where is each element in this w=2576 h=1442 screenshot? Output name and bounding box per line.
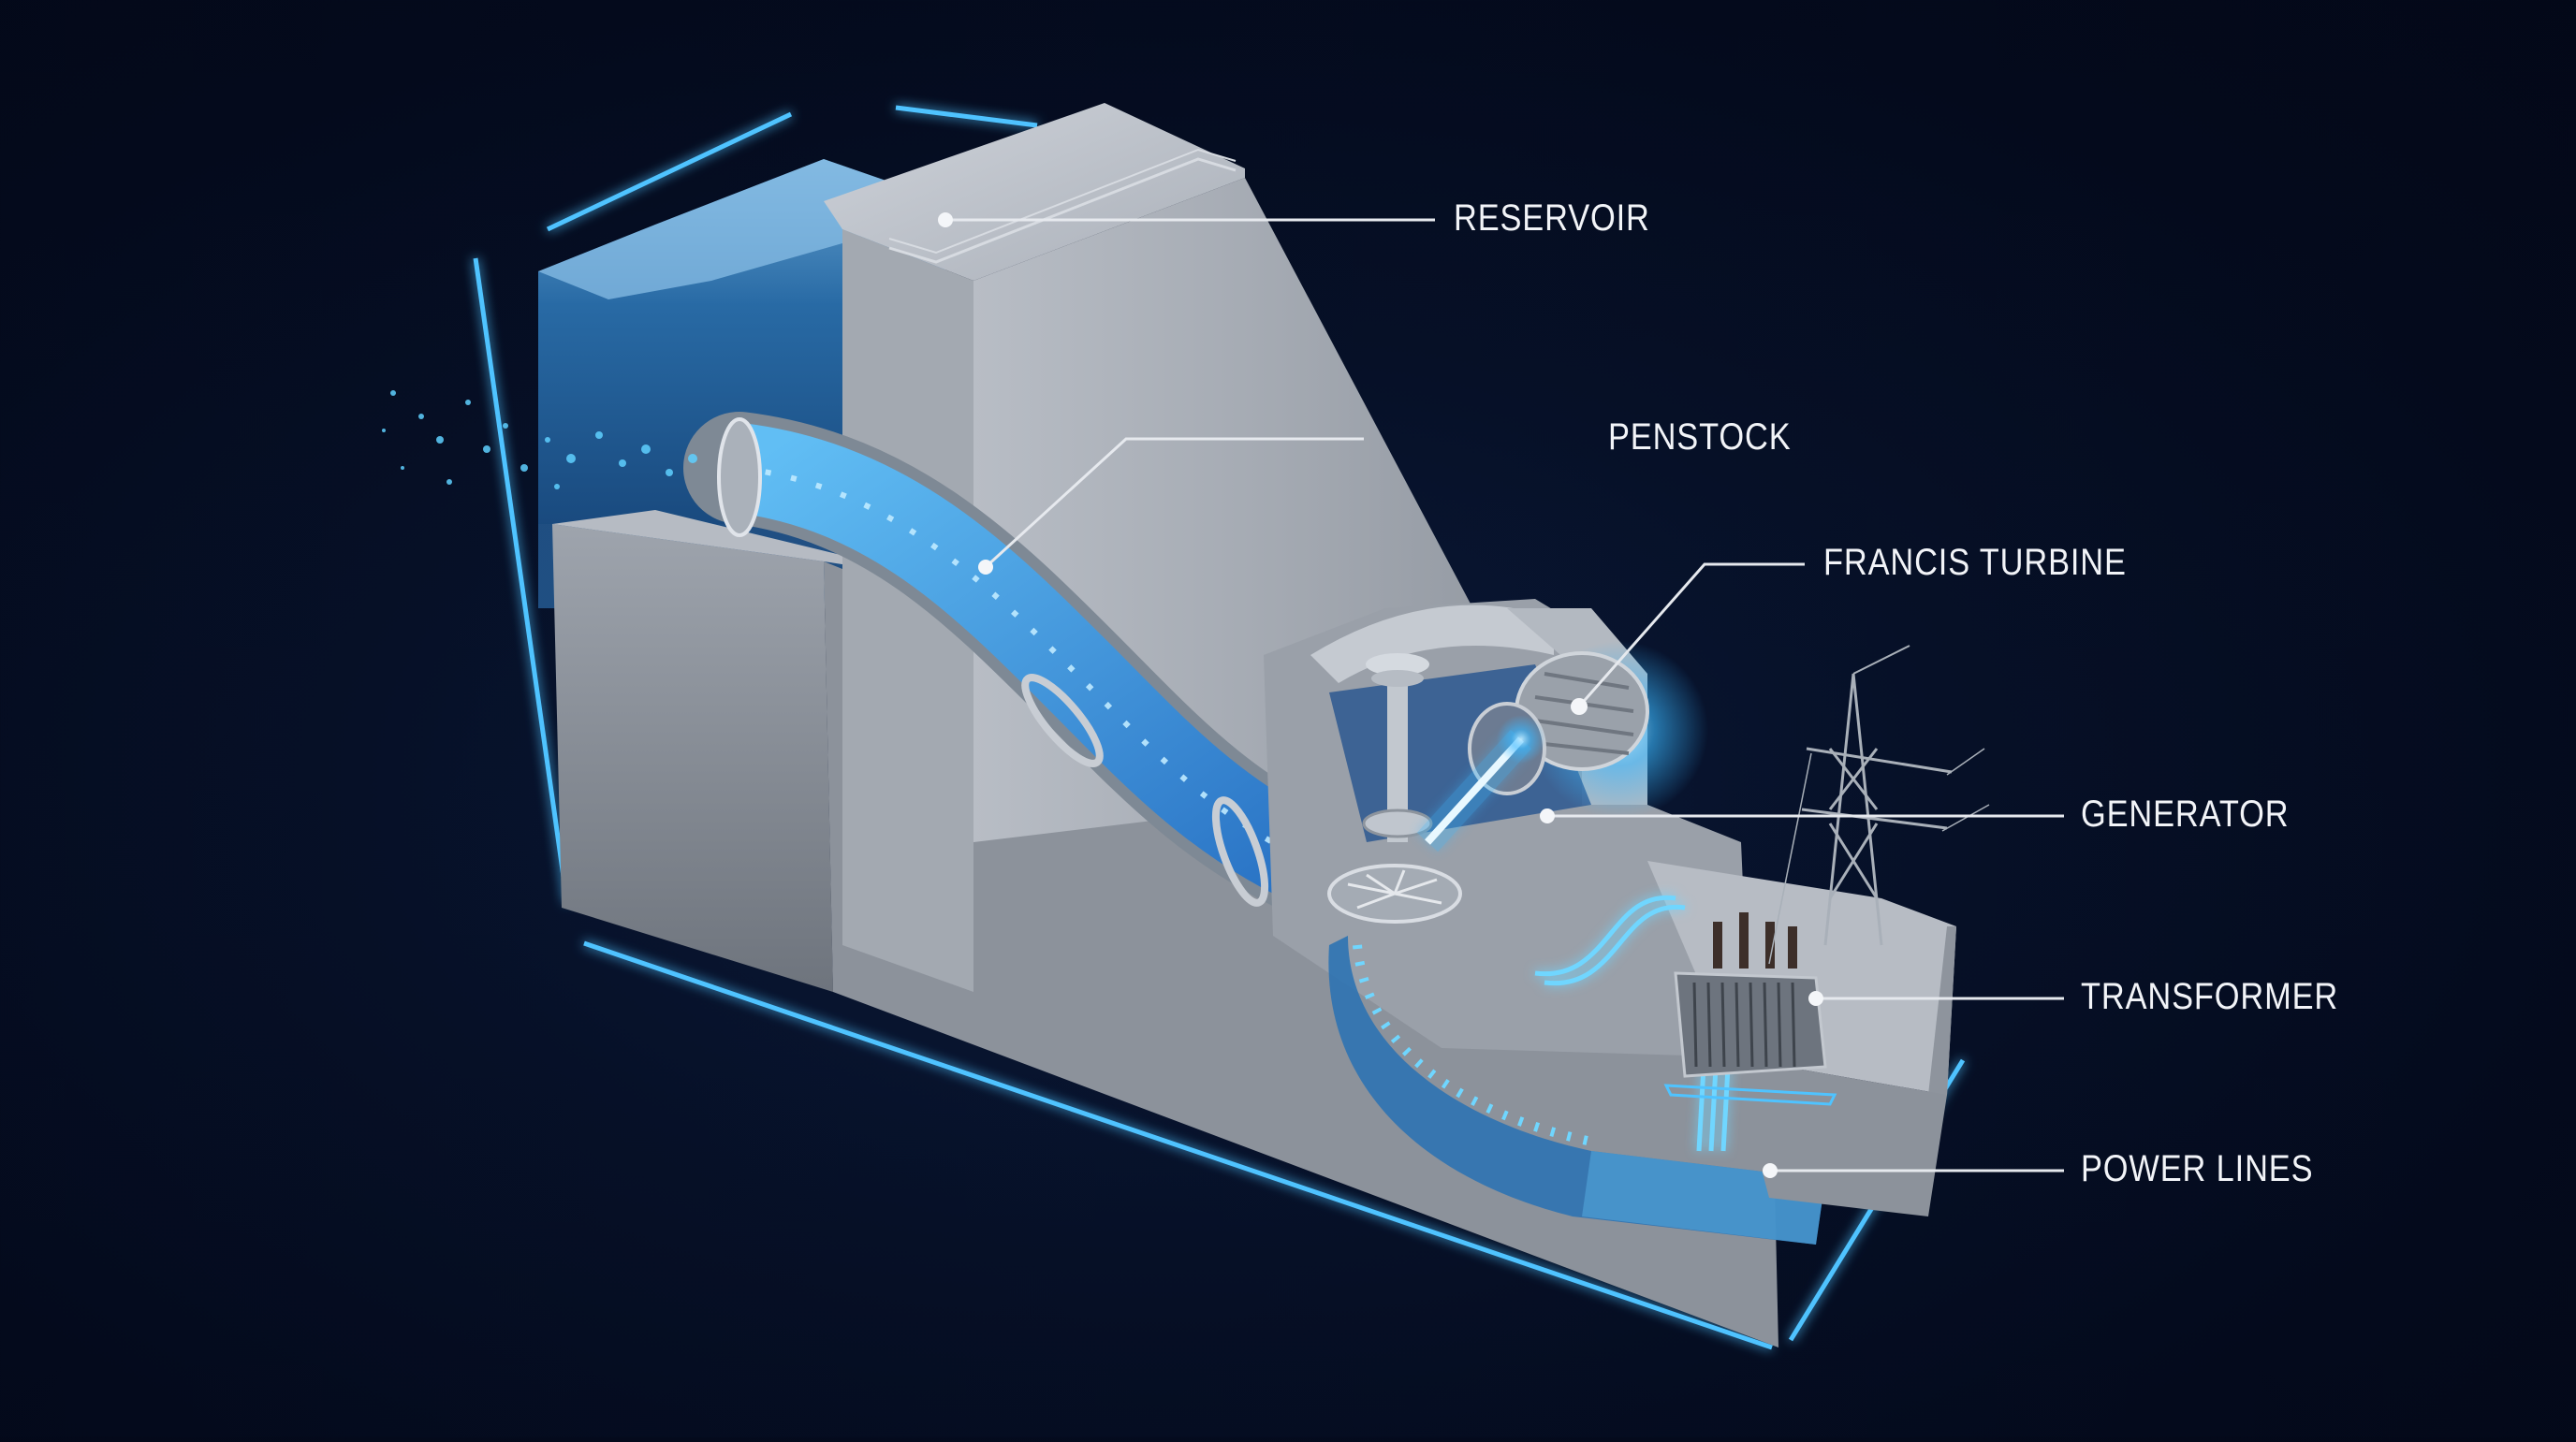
penstock-leader [984, 437, 1364, 569]
label-francis-turbine: FRANCIS TURBINE [1823, 542, 2127, 583]
label-penstock: PENSTOCK [1608, 416, 1792, 458]
reservoir-dot [938, 212, 953, 227]
turbine-assembly [1327, 653, 1462, 924]
label-reservoir: RESERVOIR [1454, 197, 1650, 239]
penstock-pipe [683, 412, 1385, 926]
callout-leaders [945, 218, 2064, 1173]
francis-turbine-leader [1577, 562, 1805, 707]
transformer-dot [1808, 991, 1823, 1006]
francis-turbine-dot [1571, 698, 1588, 715]
power-lines-dot [1763, 1163, 1778, 1178]
callout-dots [938, 212, 1823, 1178]
transformer-unit [1663, 912, 1837, 1106]
power-pylon [1768, 645, 1990, 965]
penstock-dot [978, 560, 993, 575]
water-particles [382, 390, 697, 489]
label-transformer: TRANSFORMER [2081, 976, 2339, 1017]
glowing-cables [1534, 895, 1731, 1152]
label-power-lines: POWER LINES [2081, 1148, 2314, 1189]
energy-beam [1416, 715, 1545, 852]
generator-dot [1540, 808, 1555, 823]
label-generator: GENERATOR [2081, 794, 2290, 835]
